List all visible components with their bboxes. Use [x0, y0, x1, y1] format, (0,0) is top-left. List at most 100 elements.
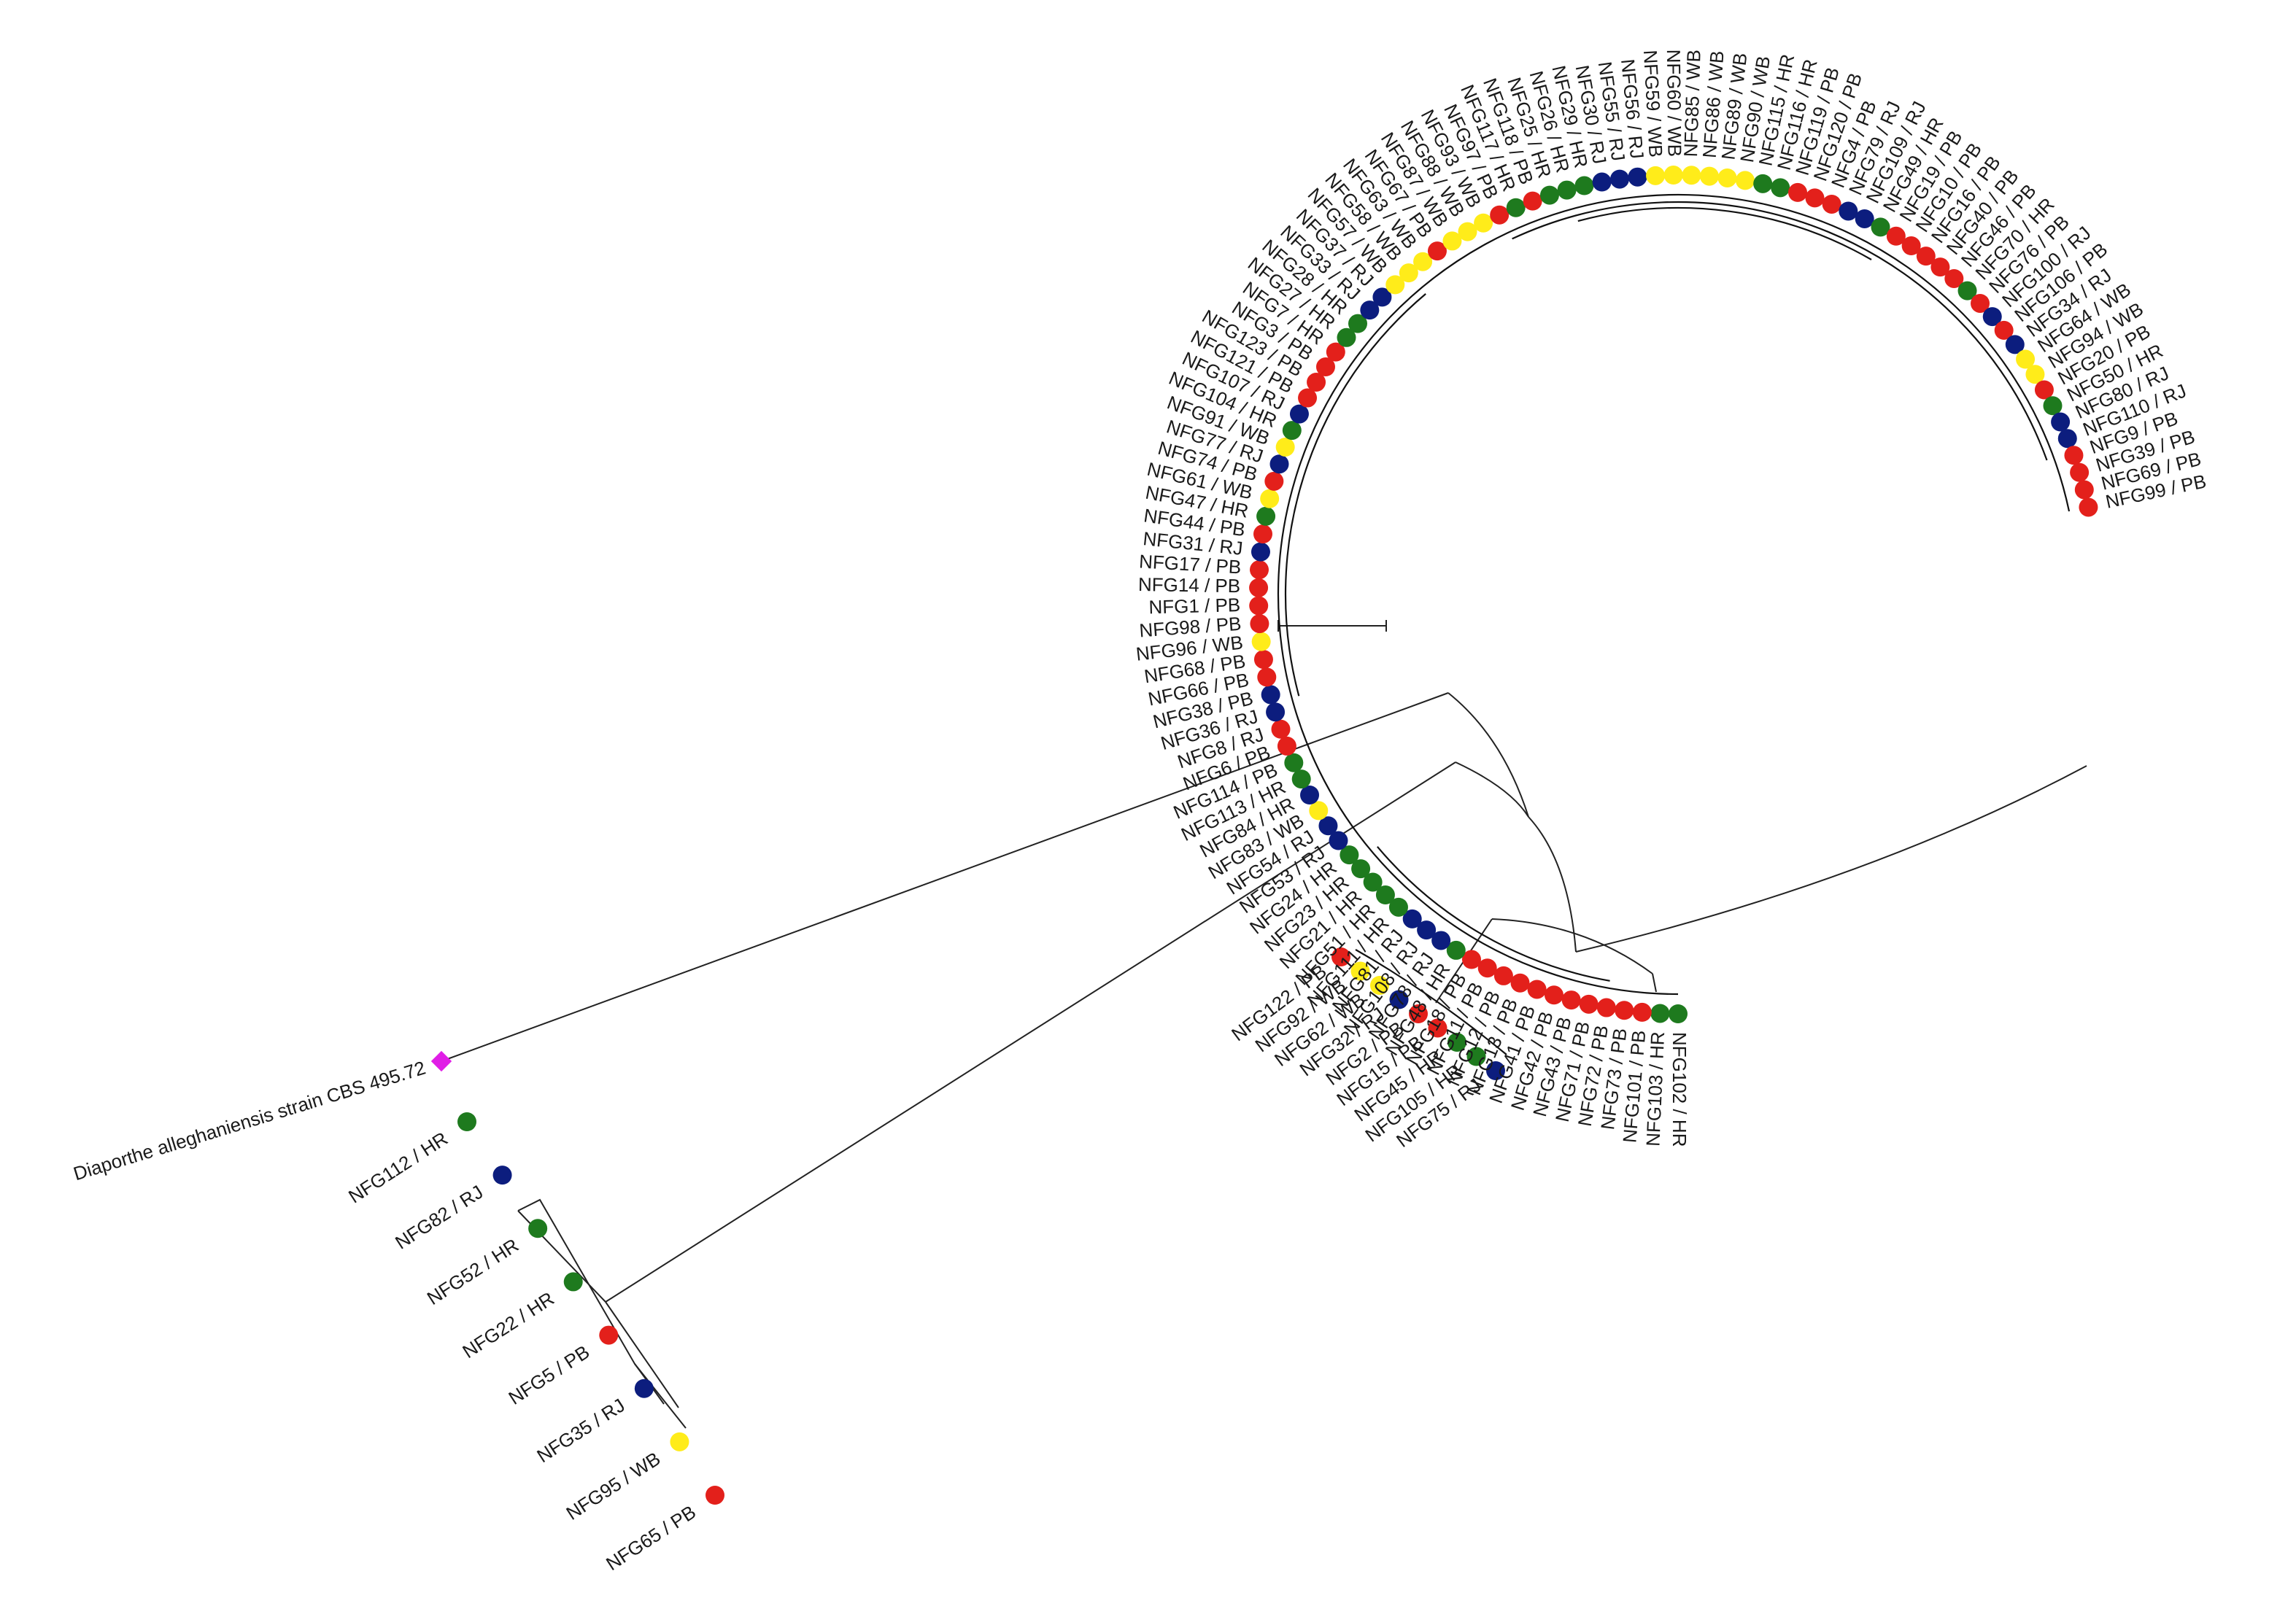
root-to-outgroup-branch — [441, 692, 1449, 1062]
tip-marker — [1402, 909, 1422, 928]
tip-marker — [1351, 859, 1371, 879]
tip-marker — [1363, 872, 1383, 892]
tip-marker — [1298, 388, 1318, 408]
tip-marker — [1822, 194, 1841, 214]
tip-marker — [2043, 396, 2063, 416]
separate-clade-node-2 — [605, 1301, 679, 1408]
inner-node-arc — [1455, 761, 1529, 818]
tip-label: NFG60 / WB — [1663, 49, 1686, 157]
tip-marker — [670, 1432, 689, 1451]
tip-marker — [1901, 236, 1921, 256]
tip-marker — [1249, 578, 1269, 597]
tip-marker — [1318, 816, 1338, 836]
tip-marker — [1413, 252, 1433, 271]
tip-marker — [2057, 429, 2077, 449]
tip-marker — [1982, 307, 2002, 327]
tip-marker — [1417, 920, 1437, 940]
tip-marker — [1527, 980, 1547, 999]
tip-marker — [1486, 1061, 1505, 1080]
tip-marker — [1282, 421, 1302, 441]
tip-label: NFG5 / PB — [505, 1341, 594, 1409]
tip-marker — [1561, 990, 1581, 1010]
tip-marker — [1461, 950, 1481, 969]
tip-marker — [1458, 222, 1477, 241]
tip-marker — [1326, 342, 1345, 362]
tip-marker — [1375, 885, 1395, 905]
tip-marker — [1428, 1018, 1447, 1038]
tip-marker — [1370, 976, 1389, 995]
tip-marker — [1971, 293, 1990, 313]
tip-marker — [1753, 174, 1773, 193]
tip-marker — [2025, 365, 2045, 384]
scale-bar — [1278, 620, 1387, 632]
separate-clade-node-4 — [634, 1363, 687, 1429]
tip-marker — [1446, 940, 1466, 960]
tip-marker — [1275, 437, 1295, 457]
tip-marker — [2074, 480, 2094, 500]
tip-marker — [1284, 753, 1304, 772]
tip-marker — [1466, 1047, 1486, 1066]
tip-marker — [492, 1166, 512, 1185]
tip-marker — [1260, 489, 1280, 508]
small-clade-arc — [1355, 949, 1507, 1055]
tip-marker — [1340, 845, 1359, 865]
tip-marker — [1646, 166, 1666, 185]
tip-marker — [1944, 268, 1964, 288]
tip-marker — [1855, 209, 1874, 228]
tip-marker — [2070, 462, 2090, 482]
tip-marker — [2064, 446, 2084, 465]
tip-marker — [1699, 166, 1719, 186]
tip-marker — [1289, 404, 1309, 424]
tip-marker — [1682, 166, 1701, 185]
tip-marker — [1771, 178, 1790, 198]
tip-label: NFG35 / RJ — [533, 1394, 628, 1467]
tip-marker — [1994, 320, 2014, 340]
tip-marker — [2016, 349, 2036, 369]
tip-marker — [1337, 327, 1356, 347]
outgroup-marker — [430, 1050, 452, 1072]
tip-marker — [1431, 931, 1451, 950]
tip-markers — [430, 166, 2098, 1505]
main-clade-arc — [1577, 206, 1872, 260]
tip-marker — [1609, 169, 1629, 189]
tip-label: NFG22 / HR — [458, 1287, 557, 1362]
tip-label: NFG14 / PB — [1138, 573, 1241, 597]
tip-marker — [1372, 287, 1392, 307]
to-main-clade-upper-branch — [1575, 765, 2087, 953]
tip-marker — [1389, 990, 1409, 1009]
tip-marker — [1510, 973, 1530, 993]
tip-marker — [1249, 596, 1269, 616]
tip-marker — [1592, 172, 1612, 192]
tip-label: NFG1 / PB — [1148, 594, 1240, 618]
tip-marker — [1291, 769, 1311, 789]
tip-marker — [1385, 275, 1405, 295]
tip-marker — [1930, 257, 1950, 277]
tip-label: NFG95 / WB — [563, 1447, 665, 1524]
tip-marker — [2034, 380, 2054, 400]
tip-marker — [1331, 947, 1350, 966]
tip-marker — [1264, 471, 1284, 491]
root-node-arc — [1447, 692, 1529, 818]
tip-label: NFG85 / WB — [1680, 49, 1705, 157]
tip-marker — [1399, 263, 1418, 283]
tip-marker — [1628, 167, 1647, 187]
tip-marker — [1447, 1033, 1466, 1052]
tip-marker — [1663, 166, 1683, 185]
tip-marker — [1805, 188, 1825, 208]
tip-marker — [1277, 736, 1296, 756]
tip-marker — [1886, 226, 1906, 246]
tip-marker — [1506, 198, 1526, 217]
tip-marker — [1360, 300, 1380, 320]
tip-label: NFG103 / HR — [1642, 1031, 1669, 1147]
tip-marker — [1249, 560, 1269, 580]
tip-marker — [1329, 831, 1348, 850]
tip-marker — [1596, 998, 1616, 1017]
main-clade-arc — [1512, 201, 2048, 461]
main-clade-arc — [1277, 193, 2071, 996]
tip-marker — [1490, 205, 1510, 225]
tip-marker — [1957, 281, 1977, 300]
tip-label: NFG65 / PB — [602, 1501, 700, 1575]
tip-marker — [1544, 985, 1563, 1005]
